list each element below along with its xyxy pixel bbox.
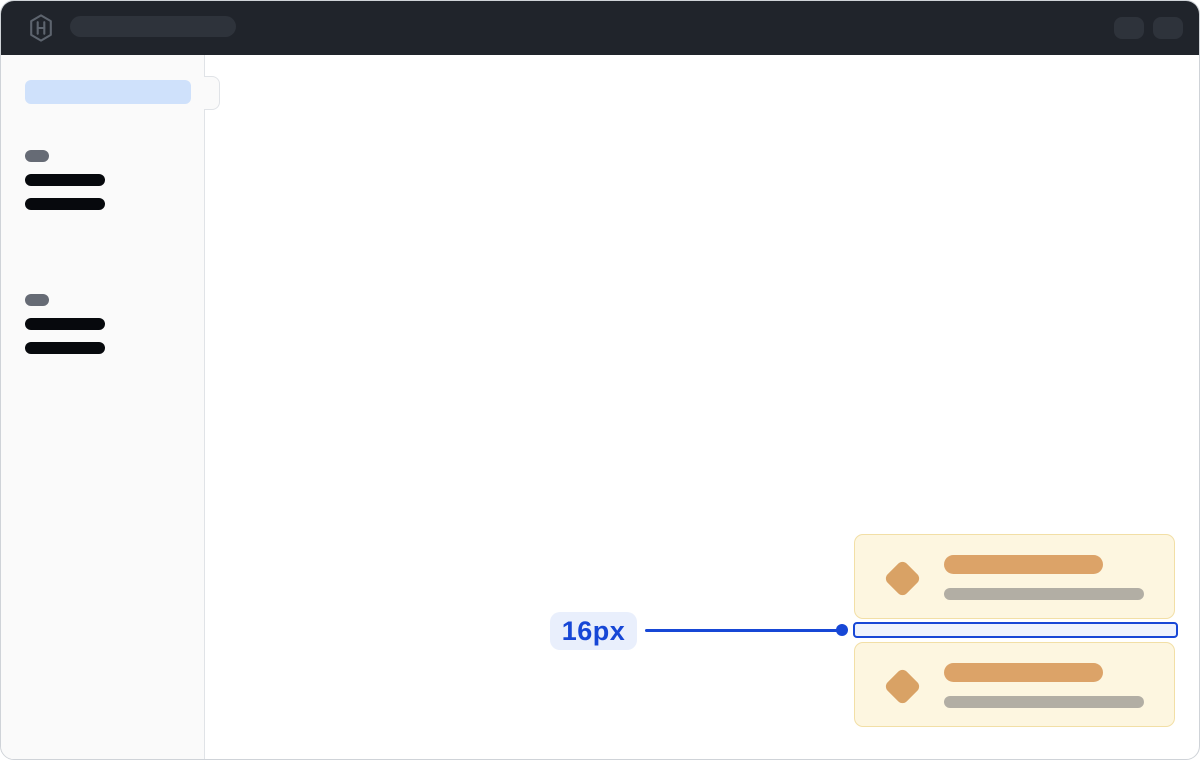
sidebar-nav-item-placeholder[interactable] — [25, 198, 105, 210]
annotation-connector-dot — [836, 624, 848, 636]
toast-card-1 — [854, 534, 1175, 619]
sidebar-collapse-handle[interactable] — [204, 76, 220, 110]
toast-text-placeholder — [944, 696, 1144, 708]
diamond-icon — [883, 559, 922, 598]
spacing-gap-highlight — [853, 622, 1178, 638]
sidebar-section-label-1 — [25, 150, 49, 162]
diamond-icon — [883, 667, 922, 706]
sidebar-nav-item-placeholder[interactable] — [25, 174, 105, 186]
header-nav-placeholder[interactable] — [70, 16, 236, 37]
hashicorp-logo-icon — [29, 14, 53, 42]
spacing-value-badge: 16px — [550, 612, 637, 650]
app-header — [1, 1, 1199, 55]
sidebar-nav-item-placeholder[interactable] — [25, 342, 105, 354]
sidebar-section-label-2 — [25, 294, 49, 306]
toast-title-placeholder — [944, 555, 1103, 574]
annotation-connector-line — [645, 629, 839, 632]
header-action-placeholder-2[interactable] — [1153, 17, 1183, 39]
sidebar-active-item-placeholder[interactable] — [25, 80, 191, 104]
toast-card-2 — [854, 642, 1175, 727]
sidebar — [1, 55, 205, 759]
toast-text-placeholder — [944, 588, 1144, 600]
header-action-placeholder-1[interactable] — [1114, 17, 1144, 39]
toast-title-placeholder — [944, 663, 1103, 682]
sidebar-nav-item-placeholder[interactable] — [25, 318, 105, 330]
